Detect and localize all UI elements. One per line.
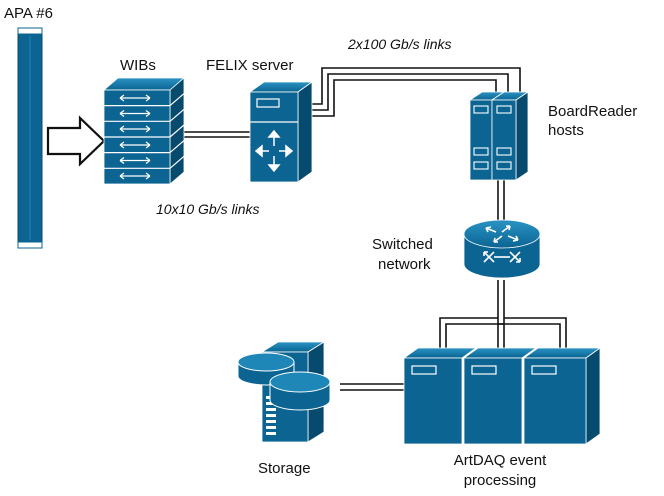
link-apa-to-wibs bbox=[46, 115, 106, 167]
storage-disk-front bbox=[269, 371, 331, 411]
wibs-label: WIBs bbox=[120, 57, 156, 74]
switched-network-label-line2: network bbox=[378, 256, 431, 273]
felix-server-icon bbox=[248, 81, 314, 183]
boardreader-label-line2: hosts bbox=[548, 122, 584, 139]
apa-label: APA #6 bbox=[4, 5, 53, 22]
link-boardreader-to-switch bbox=[497, 180, 505, 224]
storage-icon bbox=[237, 341, 331, 443]
link-wibs-to-felix bbox=[184, 131, 250, 138]
network-switch-icon bbox=[463, 219, 541, 279]
switched-network-label-line1: Switched bbox=[372, 236, 433, 253]
boardreader-label-line1: BoardReader bbox=[548, 103, 638, 120]
link-storage-to-artdaq bbox=[340, 383, 404, 391]
artdaq-label-line1: ArtDAQ event bbox=[453, 452, 547, 469]
artdaq-servers-icon bbox=[402, 347, 602, 445]
link-2x100-label: 2x100 Gb/s links bbox=[348, 36, 452, 52]
apa-bar-icon bbox=[17, 27, 43, 249]
boardreader-host-2 bbox=[490, 91, 530, 181]
link-10x10-label: 10x10 Gb/s links bbox=[156, 201, 260, 217]
wib-crate-icon bbox=[102, 77, 186, 185]
boardreader-hosts-icon bbox=[468, 91, 530, 181]
storage-label: Storage bbox=[258, 460, 311, 477]
artdaq-server-3 bbox=[522, 347, 602, 445]
felix-server-label: FELIX server bbox=[206, 57, 294, 74]
link-switch-to-artdaq bbox=[439, 280, 567, 348]
artdaq-label-line2: processing bbox=[463, 472, 537, 489]
artdaq-server-2 bbox=[462, 347, 538, 445]
link-felix-to-boardreader bbox=[312, 67, 521, 117]
artdaq-server-1 bbox=[402, 347, 478, 445]
